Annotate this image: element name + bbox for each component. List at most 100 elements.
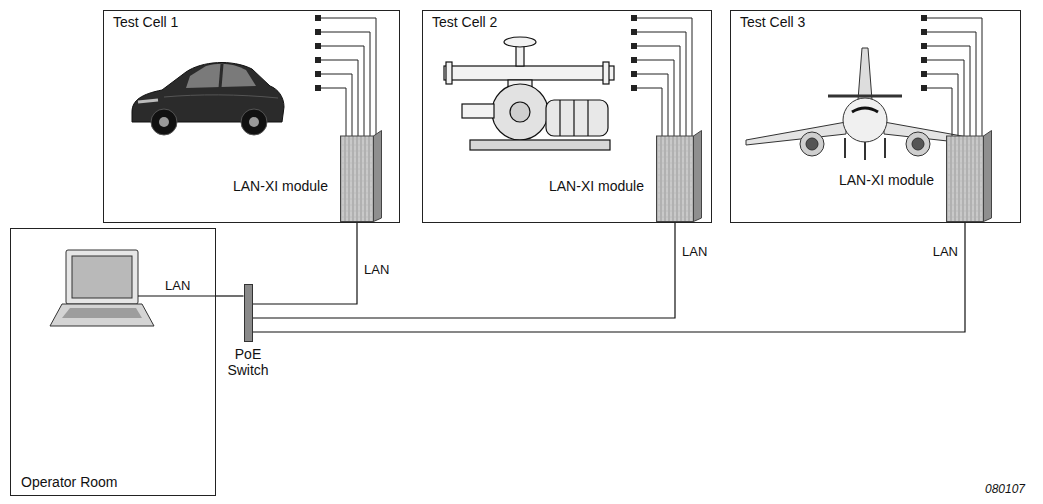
sensor	[631, 85, 637, 91]
sensor	[631, 71, 637, 77]
car-window	[186, 64, 256, 88]
laptop-screen	[66, 250, 138, 304]
sensor-cable	[321, 74, 352, 136]
tail-fin	[858, 48, 872, 100]
sensor-cable	[927, 46, 970, 136]
box-title: Operator Room	[21, 474, 117, 490]
lan-connector	[253, 222, 358, 304]
room-box: Operator Room	[10, 228, 216, 496]
test-cell-box: Test Cell 2 LAN-XI module	[422, 10, 712, 223]
module-label: LAN-XI module	[549, 178, 644, 194]
rack-svg	[656, 130, 702, 222]
sensor	[315, 43, 321, 49]
test-cell-box: Test Cell 1 LAN-XI module	[103, 10, 400, 223]
connector-label: LAN	[681, 244, 708, 259]
rack-front	[341, 136, 374, 222]
car-hub	[159, 117, 169, 127]
pump-casing	[492, 84, 548, 140]
sensor-cable	[927, 74, 958, 136]
sensor	[921, 85, 927, 91]
stabilizer	[828, 95, 902, 98]
sensor-cable	[321, 32, 370, 136]
sensor-cable	[927, 88, 952, 136]
sensor-cable	[321, 18, 376, 136]
engine	[906, 132, 930, 156]
sensor-cable	[637, 74, 668, 136]
car-wheel	[241, 109, 267, 135]
sensor	[315, 15, 321, 21]
valve-stem	[516, 46, 524, 66]
car-wheel	[151, 109, 177, 135]
sensor	[315, 71, 321, 77]
lan-connector	[216, 295, 244, 296]
pump-eye	[510, 102, 530, 122]
connector-label: LAN	[363, 262, 390, 277]
lan-connector	[253, 222, 676, 318]
engine-intake	[912, 138, 924, 150]
sensor	[921, 15, 927, 21]
car-hub	[249, 117, 259, 127]
pump-motor	[546, 100, 608, 136]
figure-number: 080107	[984, 482, 1026, 497]
module-box: LAN-XI module	[549, 100, 702, 222]
sensor-cable	[927, 18, 982, 136]
sensor-cable	[637, 88, 662, 136]
motor-rib	[559, 100, 560, 136]
landing-gear	[884, 138, 886, 158]
pipe-flange	[446, 62, 452, 84]
box-title: Test Cell 2	[432, 14, 497, 30]
car-pillar	[220, 64, 222, 88]
sensor	[921, 43, 927, 49]
sensor	[921, 71, 927, 77]
sensor-cables	[315, 15, 982, 136]
sensor-cable	[321, 88, 346, 136]
valve-wheel	[504, 37, 536, 47]
rack-side	[984, 131, 992, 222]
sensor-cable	[637, 18, 692, 136]
lan-cable	[138, 295, 216, 296]
sensor	[631, 15, 637, 21]
rack-side	[374, 131, 382, 222]
box-title: Test Cell 1	[113, 14, 178, 30]
pump-illustration	[444, 37, 614, 150]
sensor-cable	[321, 46, 364, 136]
car-headlight	[138, 100, 158, 102]
pipe-flange	[603, 62, 609, 84]
wing	[746, 122, 846, 145]
sensor	[315, 85, 321, 91]
switch-label: PoE Switch	[222, 346, 274, 378]
sensor-cable	[927, 32, 976, 136]
rack-svg	[946, 130, 992, 222]
car-illustration	[132, 63, 284, 135]
module-box: LAN-XI module	[233, 100, 382, 222]
laptop-display	[72, 256, 132, 298]
pump-base	[470, 140, 610, 150]
switch-box	[244, 284, 253, 342]
sensor-cable	[637, 46, 680, 136]
lan-connector	[253, 222, 966, 332]
sensor	[921, 57, 927, 63]
engine-intake	[806, 138, 818, 150]
test-cell-box: Test Cell 3LAN-XI module	[730, 10, 1021, 223]
module-label: LAN-XI module	[233, 178, 328, 194]
module-box: LAN-XI module	[839, 96, 992, 222]
switch-node: PoE Switch	[222, 284, 274, 380]
engine	[800, 132, 824, 156]
rack-front	[947, 136, 984, 222]
sensor-cable	[637, 60, 674, 136]
windshield	[852, 108, 878, 112]
car-line	[164, 95, 278, 98]
pump-pipe	[444, 66, 614, 80]
sensor-cable	[637, 32, 686, 136]
rack-front	[657, 136, 694, 222]
sensor-cable	[321, 60, 358, 136]
sensor-cable	[927, 60, 964, 136]
laptop-keyboard	[62, 308, 142, 318]
motor-rib	[573, 100, 574, 136]
sensor	[921, 29, 927, 35]
